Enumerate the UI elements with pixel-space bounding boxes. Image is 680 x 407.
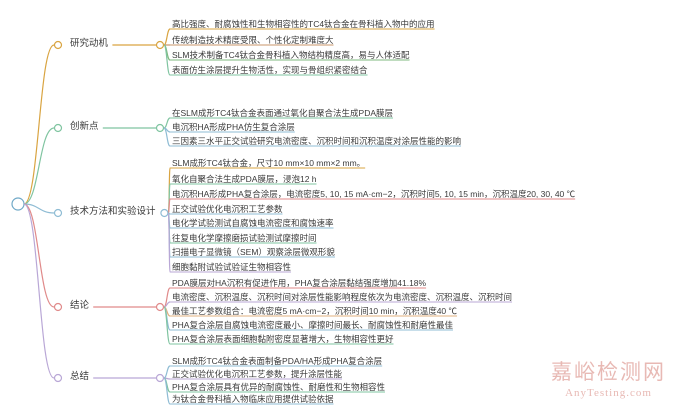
leaf-label[interactable]: 在SLM成形TC4钛合金表面通过氧化自聚合法生成PDA膜层 [172, 108, 394, 118]
leaf-label[interactable]: PHA复合涂层表面细胞黏附密度显著增大，生物相容性更好 [172, 334, 394, 344]
node-dot[interactable] [53, 123, 63, 133]
branch-label[interactable]: 创新点 [70, 121, 99, 132]
leaf-label[interactable]: PHA复合涂层具有优异的耐腐蚀性、耐磨性和生物相容性 [172, 382, 385, 392]
connector [163, 127, 171, 147]
node-dot[interactable] [155, 302, 165, 312]
node-dot[interactable] [53, 40, 63, 50]
leaf-label[interactable]: 电化学试验测试自腐蚀电流密度和腐蚀速率 [172, 218, 334, 228]
connector [163, 44, 171, 76]
leaf-label[interactable]: 表面仿生涂层提升生物活性，实现与骨组织紧密结合 [172, 65, 368, 75]
node-dot[interactable] [155, 373, 165, 383]
leaf-label[interactable]: SLM技术制备TC4钛合金骨科植入物结构精度高，易与人体适配 [172, 50, 410, 60]
connector [23, 203, 55, 308]
connector [163, 365, 171, 379]
connector [23, 44, 55, 205]
branch-label[interactable]: 技术方法和实验设计 [70, 206, 156, 217]
branch-label[interactable]: 结论 [70, 300, 90, 311]
connector [163, 306, 171, 345]
leaf-label[interactable]: SLM成形TC4钛合金表面制备PDA/HA形成PHA复合涂层 [172, 356, 383, 366]
node-dot[interactable] [155, 123, 165, 133]
node-dot[interactable] [11, 197, 25, 211]
leaf-label[interactable]: 最佳工艺参数组合：电流密度5 mA·cm−2，沉积时间10 min，沉积温度40… [172, 306, 458, 316]
leaf-label[interactable]: 为钛合金骨科植入物临床应用提供试验依据 [172, 394, 334, 404]
leaf-label[interactable]: 三因素三水平正交试验研究电流密度、沉积时间和沉积温度对涂层性能的影响 [172, 136, 462, 146]
node-dot[interactable] [53, 302, 63, 312]
leaf-label[interactable]: 扫描电子显微镜（SEM）观察涂层微观形貌 [172, 247, 335, 257]
leaf-label[interactable]: 电流密度、沉积温度、沉积时间对涂层性能影响程度依次为电流密度、沉积温度、沉积时间 [172, 292, 513, 302]
connector [163, 117, 171, 129]
node-dot[interactable] [53, 373, 63, 383]
node-dot[interactable] [160, 208, 169, 218]
node-dot[interactable] [53, 208, 63, 218]
leaf-label[interactable]: 往复电化学摩擦磨损试验测试摩擦时间 [172, 233, 317, 243]
leaf-label[interactable]: 电沉积HA形成PHA复合涂层，电流密度5, 10, 15 mA·cm−2，沉积时… [172, 189, 576, 199]
connector [23, 203, 55, 379]
branch-label[interactable]: 总结 [70, 371, 90, 382]
leaf-label[interactable]: 正交试验优化电沉积工艺参数 [172, 204, 283, 214]
connector [167, 212, 171, 273]
connector [163, 301, 171, 308]
branch-label[interactable]: 研究动机 [70, 38, 109, 49]
leaf-label[interactable]: 传统制造技术精度受限、个性化定制难度大 [172, 35, 334, 45]
leaf-label[interactable]: SLM成形TC4钛合金，尺寸10 mm×10 mm×2 mm。 [172, 158, 366, 168]
leaf-label[interactable]: 高比强度、耐腐蚀性和生物相容性的TC4钛合金在骨科植入物中的应用 [172, 19, 435, 29]
leaf-label[interactable]: PDA膜层对HA沉积有促进作用，PHA复合涂层黏结强度增加41.18% [172, 278, 427, 288]
connector [23, 203, 55, 214]
leaf-label[interactable]: 氧化自聚合法生成PDA膜层，浸泡12 h [172, 174, 317, 184]
leaf-label[interactable]: 正交试验优化电沉积工艺参数，提升涂层性能 [172, 369, 343, 379]
connector [163, 377, 171, 405]
connector [23, 127, 55, 205]
node-dot[interactable] [155, 40, 165, 50]
leaf-label[interactable]: 细胞黏附试验试验证生物相容性 [172, 262, 292, 272]
connector [163, 28, 171, 46]
leaf-label[interactable]: PHA复合涂层自腐蚀电流密度最小、摩擦时间最长、耐腐蚀性和耐磨性最佳 [172, 320, 453, 330]
leaf-label[interactable]: 电沉积HA形成PHA仿生复合涂层 [172, 122, 295, 132]
